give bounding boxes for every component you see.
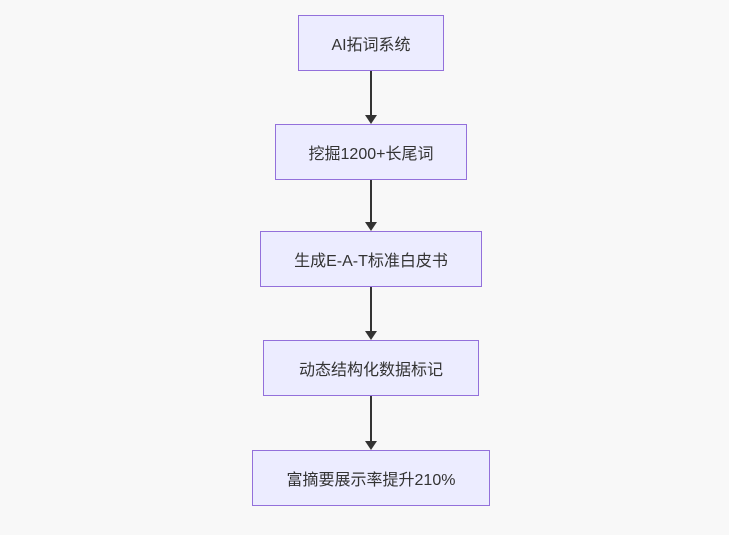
arrow-head-icon (365, 222, 377, 231)
flow-node-eat-whitepaper: 生成E-A-T标准白皮书 (260, 231, 482, 287)
flow-node-label: 富摘要展示率提升210% (286, 472, 456, 489)
flow-arrow-2 (364, 180, 378, 231)
flow-node-label: 生成E-A-T标准白皮书 (294, 253, 448, 270)
arrow-line (370, 287, 372, 331)
flow-node-longtail-mining: 挖掘1200+长尾词 (275, 124, 467, 180)
flow-node-label: 挖掘1200+长尾词 (308, 146, 434, 163)
arrow-head-icon (365, 331, 377, 340)
arrow-line (370, 71, 372, 115)
flow-arrow-3 (364, 287, 378, 340)
flow-node-label: AI拓词系统 (331, 37, 411, 54)
flow-node-ai-keyword-system: AI拓词系统 (298, 15, 444, 71)
arrow-line (370, 396, 372, 441)
arrow-head-icon (365, 441, 377, 450)
flow-arrow-1 (364, 71, 378, 124)
flow-node-rich-snippet-uplift: 富摘要展示率提升210% (252, 450, 490, 506)
flow-node-label: 动态结构化数据标记 (298, 362, 443, 379)
flow-node-structured-data-markup: 动态结构化数据标记 (263, 340, 479, 396)
arrow-line (370, 180, 372, 222)
flow-arrow-4 (364, 396, 378, 450)
arrow-head-icon (365, 115, 377, 124)
